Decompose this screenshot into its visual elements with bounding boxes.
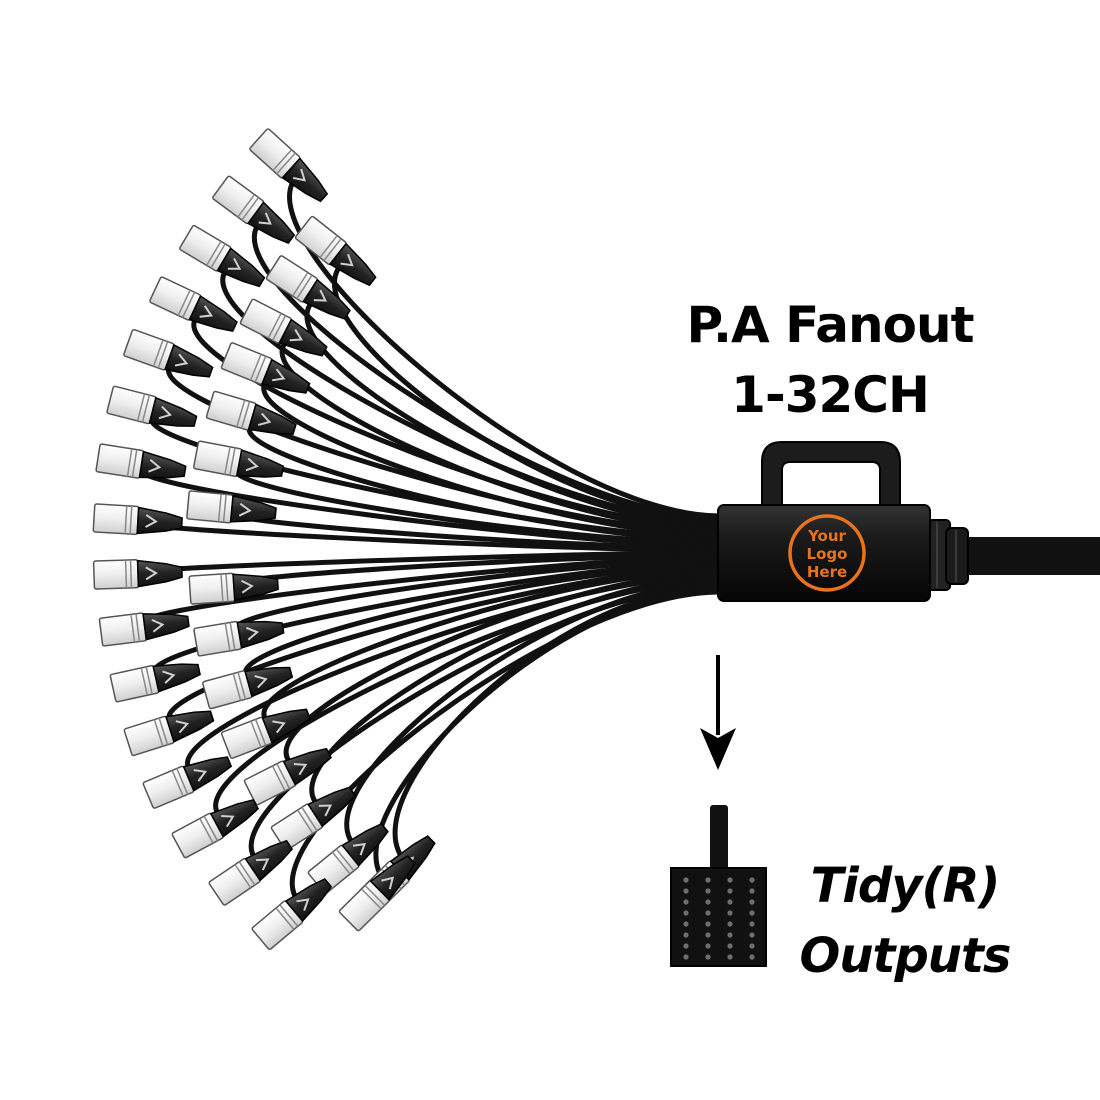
xlr-connector [265,255,351,320]
xlr-connector [338,855,416,932]
xlr-connector [193,620,285,657]
main-cable [960,537,1100,575]
tidy-output-socket [749,877,755,883]
xlr-connector [171,799,260,859]
xlr-connectors [92,128,436,950]
fanout-cable [185,572,721,778]
tidy-output-socket [683,954,689,960]
xlr-connector [92,558,183,590]
fanout-cable [191,309,721,531]
xlr-connector [188,572,279,605]
fanout-cable [287,172,721,519]
down-arrow-icon [700,655,736,770]
fanout-cable [252,216,721,521]
tidy-output-socket [683,932,689,938]
tidy-output-socket [705,899,711,905]
tidy-output-socket [683,910,689,916]
logo: Your Logo Here [788,514,866,592]
tidy-output-socket [705,932,711,938]
xlr-connector [294,215,377,287]
tidy-output-socket [683,943,689,949]
tidy-output-socket [727,888,733,894]
xlr-connector [205,390,297,435]
xlr-connector [149,276,238,332]
tidy-output-socket [683,888,689,894]
xlr-connector [220,708,311,759]
xlr-connector [179,224,266,288]
xlr-connector [220,342,311,394]
fanout-cable [248,582,721,867]
xlr-connector [239,298,328,357]
xlr-connector [270,786,356,851]
fanout-cable [243,562,721,684]
xlr-connector [123,710,215,757]
xlr-connector [92,503,183,536]
xlr-connector [106,385,198,427]
fanout-cable [261,373,721,539]
fanout-box [717,504,931,602]
tidy-output-socket [727,899,733,905]
logo-line-2: Logo [807,545,848,563]
tidy-output-socket [749,910,755,916]
fanout-cable [304,294,721,529]
tidy-output-socket [749,921,755,927]
tidy-output-socket [683,899,689,905]
tidy-output-socket [749,888,755,894]
tidy-output-socket [705,888,711,894]
tidy-output-socket [705,943,711,949]
cable-gland [927,519,969,591]
logo-line-1: Your [807,527,846,545]
fanout-cable [246,417,721,543]
tidy-output-socket [705,921,711,927]
tidy-output-socket [705,910,711,916]
xlr-connector [251,878,333,950]
fanout-cable [213,577,721,823]
title-line-2: 1-32CH [731,366,930,424]
fanout-cable [261,567,721,729]
tidy-output-box-icon [670,805,767,967]
fanout-cable [152,560,721,680]
xlr-connector [202,666,294,710]
tidy-output-socket [705,877,711,883]
tidy-output-socket [727,943,733,949]
xlr-connector [243,747,332,806]
tidy-output-socket [749,943,755,949]
tidy-output-socket [727,921,733,927]
xlr-connector [109,663,201,703]
caption-line-2: Outputs [799,928,1012,984]
caption-line-1: Tidy(R) [810,858,1001,914]
box-handle [761,441,901,513]
fanout-cable [332,258,721,524]
xlr-connector [95,443,187,479]
tidy-output-socket [727,932,733,938]
fanout-cable [279,333,721,534]
xlr-connector [208,839,294,906]
xlr-connector [212,175,296,244]
fanout-cable [290,589,721,907]
tidy-output-socket [683,921,689,927]
tidy-output-socket [683,877,689,883]
logo-line-3: Here [807,563,847,581]
tidy-output-socket [727,954,733,960]
fanout-cable [220,262,721,526]
title-line-1: P.A Fanout [686,296,975,354]
tidy-output-socket [727,910,733,916]
xlr-connector [98,612,190,647]
xlr-connector [123,328,214,378]
tidy-output-socket [749,899,755,905]
xlr-connector [192,440,285,478]
tidy-output-socket [749,954,755,960]
tidy-output-socket [749,932,755,938]
tidy-output-socket [705,954,711,960]
xlr-connector [249,128,329,203]
fanout-cable [166,565,721,729]
xlr-connector [142,756,233,809]
fanout-cables [134,172,721,907]
tidy-output-socket [727,877,733,883]
xlr-connector [186,490,277,524]
